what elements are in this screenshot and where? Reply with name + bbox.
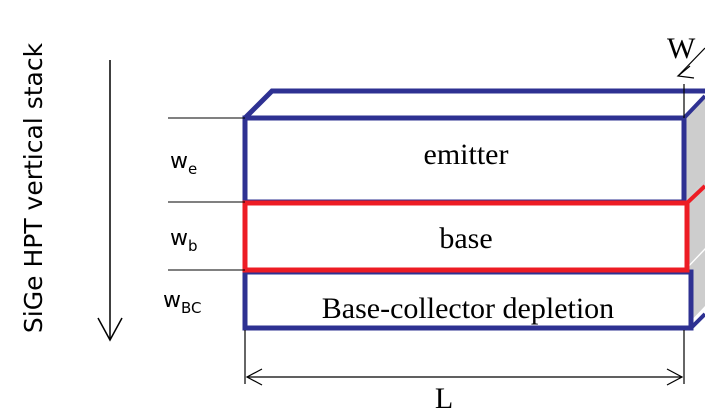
bc-depletion-label: Base-collector depletion bbox=[322, 292, 614, 325]
bc-side-edge bbox=[689, 312, 705, 330]
emitter-label: emitter bbox=[424, 138, 509, 171]
length-label: L bbox=[435, 382, 453, 412]
emitter-side-edge bbox=[682, 94, 705, 120]
side-label: SiGe HPT vertical stack bbox=[19, 42, 48, 333]
wb-label: wb bbox=[170, 226, 198, 255]
base-layer bbox=[242, 200, 690, 273]
stack-direction-arrow bbox=[97, 60, 123, 342]
width-dimension bbox=[676, 47, 705, 118]
thickness-leader-lines bbox=[168, 117, 245, 271]
bc-depletion-layer bbox=[242, 269, 694, 331]
length-dimension bbox=[244, 330, 685, 386]
base-side-edge bbox=[685, 184, 705, 205]
width-label: W bbox=[667, 32, 696, 65]
wbc-label: wBC bbox=[163, 288, 202, 317]
we-label: we bbox=[170, 149, 197, 178]
base-label: base bbox=[439, 222, 492, 255]
top-face-outline bbox=[243, 88, 705, 120]
emitter-side-face bbox=[684, 96, 705, 202]
